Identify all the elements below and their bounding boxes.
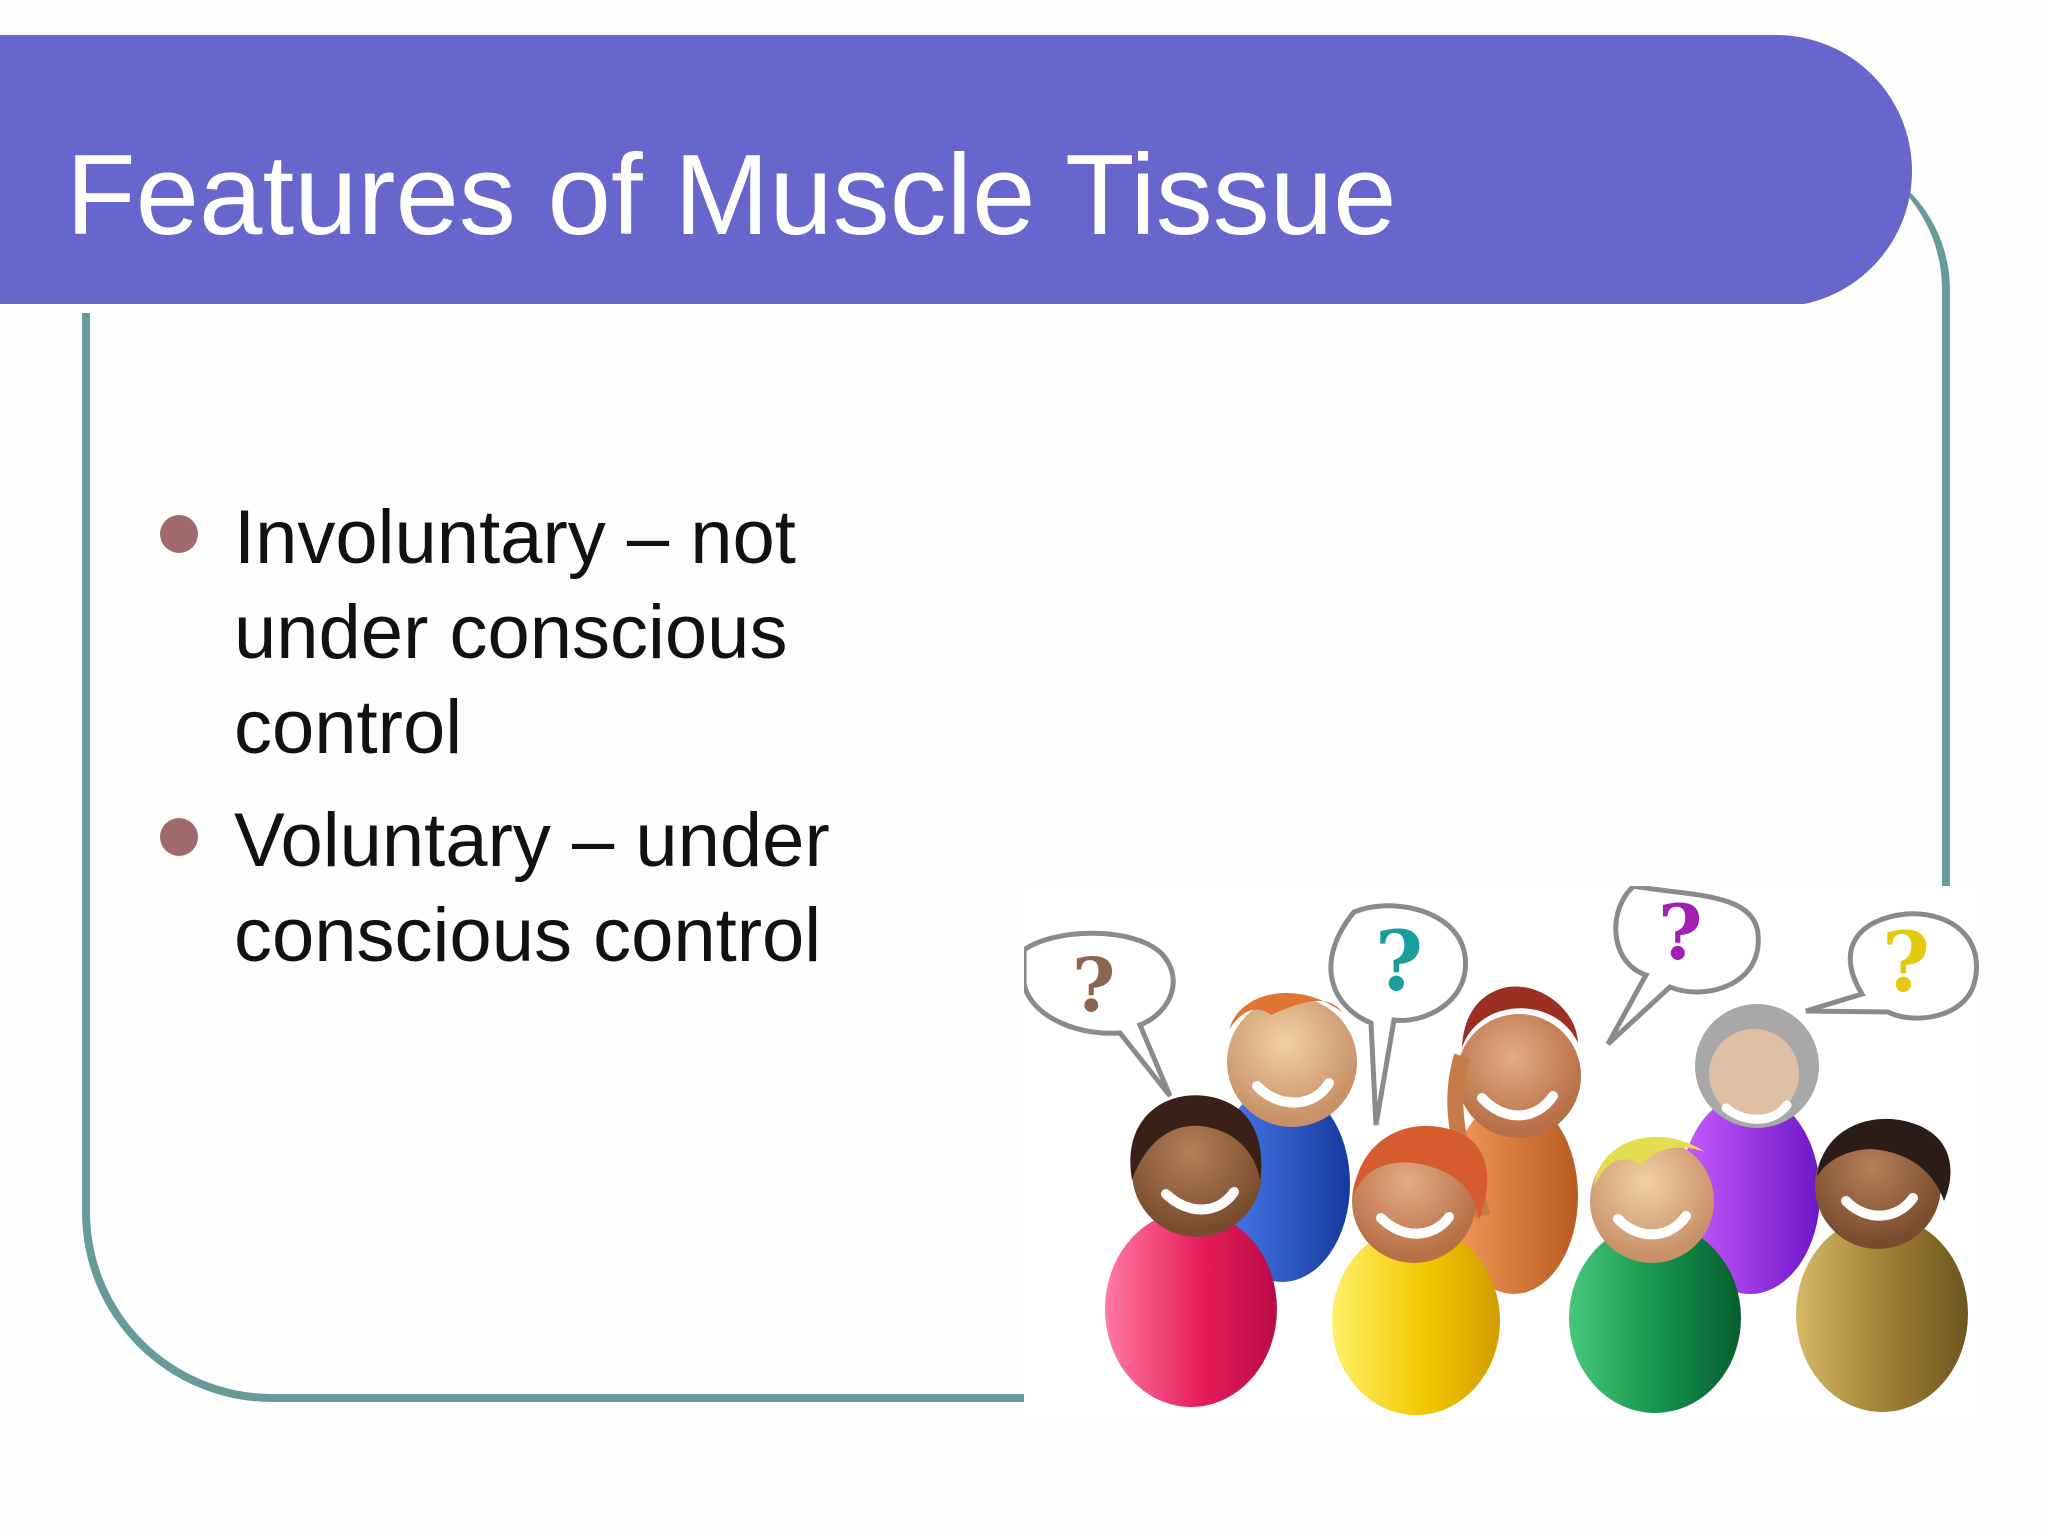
bullet-item: Voluntary – under conscious control	[160, 793, 940, 983]
bullet-item: Involuntary – not under conscious contro…	[160, 490, 940, 775]
speech-bubbles	[1024, 886, 1979, 1126]
bullet-text: Voluntary – under conscious control	[234, 798, 830, 978]
people-questions-illustration: ? ? ? ?	[1024, 886, 1980, 1418]
content-frame	[82, 150, 1950, 1402]
group-people-questions-icon: ? ? ? ?	[1024, 886, 1979, 1415]
slide-title: Features of Muscle Tissue	[66, 132, 1397, 259]
bullet-list: Involuntary – not under conscious contro…	[160, 490, 940, 1001]
bullet-dot-icon	[160, 818, 198, 856]
bullet-text: Involuntary – not under conscious contro…	[234, 495, 796, 770]
question-mark-icons: ? ? ? ?	[1072, 888, 1930, 1029]
front-row-people	[1105, 1095, 1968, 1415]
bullet-dot-icon	[160, 515, 198, 553]
back-row-people	[1214, 986, 1820, 1294]
title-underline	[0, 304, 1808, 313]
svg-text:?: ?	[1882, 915, 1930, 1011]
title-bar: Features of Muscle Tissue	[0, 35, 1912, 313]
svg-text:?: ?	[1658, 888, 1703, 977]
svg-text:?: ?	[1375, 914, 1423, 1010]
svg-text:?: ?	[1072, 943, 1115, 1029]
